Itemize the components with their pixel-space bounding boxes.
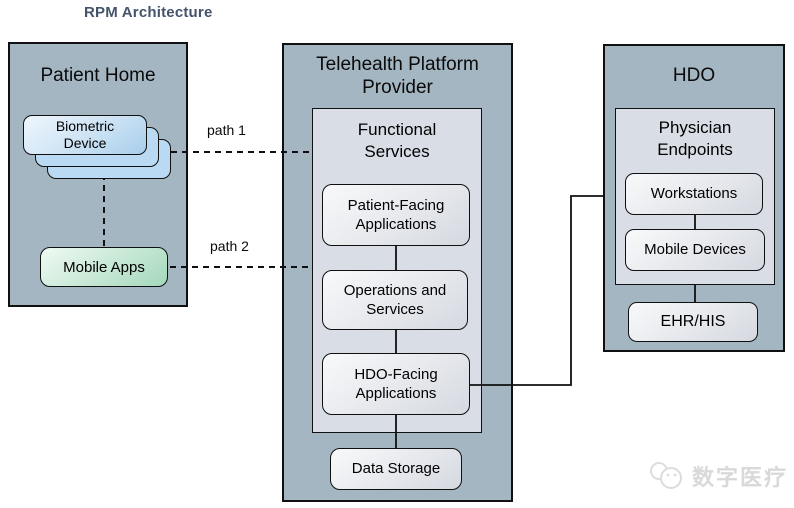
hdo-facing-applications-node: HDO-Facing Applications (322, 353, 470, 415)
watermark-text: 数字医疗 (692, 465, 789, 490)
ehr-his-node: EHR/HIS (628, 302, 758, 342)
watermark: 数字医疗 (648, 460, 788, 492)
telehealth-platform-title: Telehealth Platform Provider (316, 54, 479, 99)
data-storage-node: Data Storage (330, 448, 462, 490)
mobile-apps-node: Mobile Apps (40, 247, 168, 287)
mobile-devices-label: Mobile Devices (644, 241, 746, 259)
path1-label: path 1 (207, 122, 246, 138)
page-title: RPM Architecture (84, 4, 213, 21)
workstations-label: Workstations (650, 185, 738, 203)
patient-home-title: Patient Home (40, 65, 156, 86)
biometric-device-node: Biometric Device (23, 115, 147, 155)
biometric-device-label: Biometric Device (55, 117, 115, 152)
mobile-apps-label: Mobile Apps (63, 258, 145, 276)
patient-facing-applications-node: Patient-Facing Applications (322, 184, 470, 246)
hdo-facing-applications-label: HDO-Facing Applications (354, 365, 438, 403)
hdo-title: HDO (672, 65, 716, 86)
operations-and-services-label: Operations and Services (343, 281, 447, 319)
ehr-his-label: EHR/HIS (660, 312, 726, 330)
functional-services-title: Functional Services (357, 120, 437, 162)
operations-and-services-node: Operations and Services (322, 270, 468, 330)
data-storage-label: Data Storage (351, 460, 441, 478)
watermark-logo-icon (650, 462, 682, 489)
workstations-node: Workstations (625, 173, 763, 215)
mobile-devices-node: Mobile Devices (625, 229, 765, 271)
physician-endpoints-title: Physician Endpoints (657, 118, 733, 160)
path2-label: path 2 (210, 238, 249, 254)
patient-facing-applications-label: Patient-Facing Applications (347, 196, 445, 234)
